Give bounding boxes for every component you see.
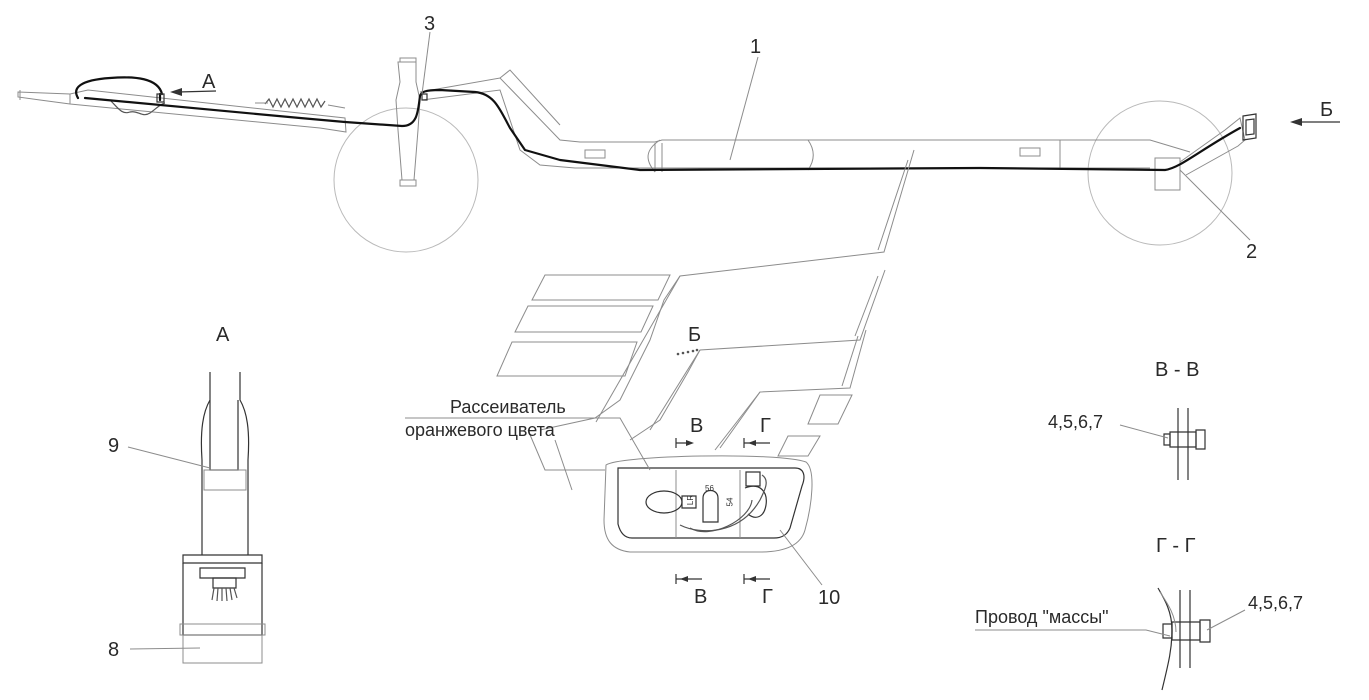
leader-3 (421, 31, 431, 95)
terminal-56: 56 (705, 484, 714, 493)
ground-wire-label: Провод "массы" (975, 607, 1109, 627)
reflector-panel (496, 341, 638, 377)
callout-1: 1 (750, 36, 762, 58)
fasteners-vv-label: 4,5,6,7 (1048, 412, 1104, 432)
drawbar-spring (264, 97, 326, 109)
drawbar (17, 89, 347, 133)
terminal-54: 54 (725, 497, 735, 507)
section-v-top: В (690, 415, 704, 437)
view-b-label: Б (688, 324, 702, 346)
trailer-side-view (17, 57, 1257, 253)
leader-lens (405, 417, 651, 471)
leader-8 (129, 647, 201, 650)
safety-chain (109, 99, 166, 116)
lamp-view-b (405, 149, 915, 586)
view-a-title: А (216, 324, 230, 346)
callout-9: 9 (108, 435, 120, 457)
fasteners-gg-label: 4,5,6,7 (1248, 593, 1304, 613)
terminal-lr: LR (686, 494, 696, 506)
section-vv-title: В - В (1155, 359, 1200, 381)
callout-8: 8 (108, 639, 120, 661)
front-wheel (333, 107, 479, 253)
rear-lamp-bracket (1179, 117, 1246, 176)
section-gg (975, 587, 1246, 691)
wiring-harness[interactable] (75, 76, 1242, 172)
section-v-bottom: В (694, 586, 708, 608)
reflector-panel (531, 274, 671, 301)
leader-2 (1179, 169, 1251, 241)
leader-1 (729, 56, 759, 161)
view-arrow-b (1290, 118, 1340, 126)
reflector-panel (514, 305, 654, 333)
frame-rail (419, 77, 1191, 153)
arrow-b-label: Б (1320, 99, 1334, 121)
callout-10: 10 (818, 587, 841, 609)
view-a-detail (127, 372, 266, 664)
front-support-post (395, 61, 421, 181)
lens-label-line1: Рассеиватель (450, 397, 566, 417)
arrow-a-label: А (202, 71, 216, 93)
section-g-top: Г (760, 415, 771, 437)
callout-3: 3 (424, 13, 436, 35)
rear-axle-hub (1154, 157, 1181, 191)
view-arrow-a (170, 88, 217, 96)
leader-9 (127, 446, 211, 469)
leader-fasteners-vv (1119, 424, 1169, 439)
rear-wheel (1087, 100, 1233, 246)
leader-10 (779, 529, 823, 586)
lens-label-line2: оранжевого цвета (405, 420, 555, 440)
section-vv (1119, 408, 1206, 480)
section-gg-title: Г - Г (1156, 535, 1196, 557)
callout-2: 2 (1246, 241, 1258, 263)
leader-fasteners-gg (1206, 609, 1246, 631)
bulb-left (645, 490, 683, 514)
section-g-bottom: Г (762, 586, 773, 608)
leader-ground-wire (975, 629, 1171, 637)
